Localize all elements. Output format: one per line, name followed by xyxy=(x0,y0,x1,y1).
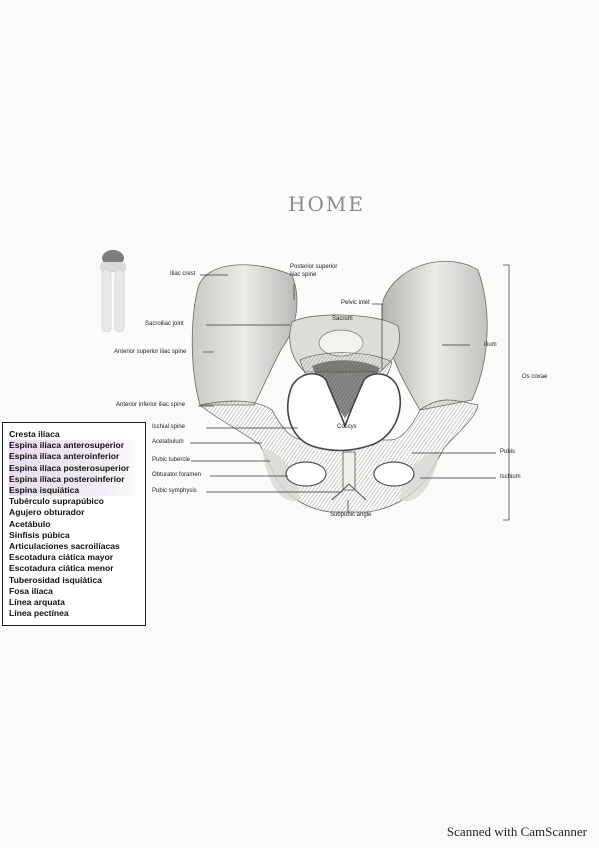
right-obturator-foramen xyxy=(373,461,415,487)
pelvic-inlet-ring xyxy=(287,373,402,452)
label-anterior-superior-iliac-spine: Anterior superior iliac spine xyxy=(114,349,187,355)
label-iliac-crest: Iliac crest xyxy=(170,271,196,277)
label-pubic-tubercle: Pubic tubercle xyxy=(152,457,191,463)
legend-item: Tubérculo suprapúbico xyxy=(9,496,104,507)
label-pubis: Pubis xyxy=(500,449,516,455)
label-pubic-symphysis: Pubic symphysis xyxy=(152,488,197,494)
legend-item: Espina ilíaca anteroinferior xyxy=(9,451,145,463)
legend-item: Línea pectínea xyxy=(9,608,69,619)
legend-item: Fosa ilíaca xyxy=(9,585,53,596)
left-ilium xyxy=(191,264,298,406)
left-obturator-foramen xyxy=(285,461,327,487)
label-ischial-spine: Ischial spine xyxy=(152,424,186,430)
legend-item: Espina ilíaca posteroinferior xyxy=(9,473,145,486)
legend-item: Tuberosidad isquiática xyxy=(9,574,102,585)
label-posterior-superior-iliac-spine-line2: iliac spine xyxy=(290,272,317,278)
legend-item: Espina isquiática xyxy=(9,485,145,497)
legend-item: Escotadura ciática mayor xyxy=(9,552,114,563)
label-pelvic-inlet: Pelvic inlet xyxy=(341,300,370,306)
label-coccyx: Coccyx xyxy=(337,424,357,430)
legend-item: Articulaciones sacroilíacas xyxy=(9,541,120,552)
label-subpubic-angle: Subpubic angle xyxy=(330,512,372,518)
legend-item: Escotadura ciática menor xyxy=(9,563,114,574)
label-obturator-foramen: Obturator foramen xyxy=(152,472,202,478)
legend-item: Línea arquata xyxy=(9,597,65,608)
label-ilium: Ilium xyxy=(484,342,497,348)
legend-item: Acetábulo xyxy=(9,518,51,529)
label-acetabulum: Acetabulum xyxy=(152,439,184,445)
label-ischium: Ischium xyxy=(500,474,521,480)
legend-item: Espina ilíaca anterosuperior xyxy=(9,440,145,452)
legend-item: Espina ilíaca posterosuperior xyxy=(9,462,145,474)
legend-item: Sínfisis púbica xyxy=(9,529,70,540)
legend-item: Cresta ilíaca xyxy=(9,429,60,439)
scanner-watermark: Scanned with CamScanner xyxy=(446,824,587,839)
label-sacroiliac-joint: Sacroiliac joint xyxy=(145,321,184,327)
legend-box: Cresta ilíaca Espina ilíaca anterosuperi… xyxy=(2,422,146,626)
label-posterior-superior-iliac-spine-line1: Posterior superior xyxy=(290,264,338,270)
handwritten-title: HOME xyxy=(288,192,365,216)
legend-item: Agujero obturador xyxy=(9,507,85,518)
label-anterior-inferior-iliac-spine: Anterior inferior iliac spine xyxy=(116,402,186,408)
label-os-coxae: Os coxae xyxy=(522,374,548,380)
label-sacrum: Sacrum xyxy=(332,316,353,322)
reference-body-figure xyxy=(100,250,126,333)
